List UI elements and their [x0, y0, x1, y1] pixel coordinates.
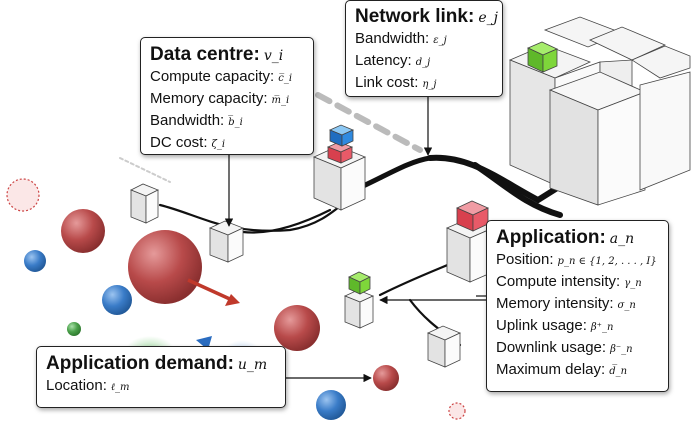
data-centre-symbol: v_i: [263, 48, 284, 64]
data-centre-small: [130, 183, 159, 224]
link-mid-dc: [241, 208, 332, 234]
data-centre-cluster: [508, 16, 691, 206]
application-compute-symbol: γ_n: [624, 278, 642, 289]
link-dashed-grey: [315, 92, 423, 153]
application-callout: Application:a_n Position:p_n ∈ {1, 2, . …: [486, 220, 669, 392]
network-link-cost-row: Link cost:η_j: [355, 73, 493, 95]
data-centre-bandwidth-row: Bandwidth:b̅_i: [150, 111, 304, 133]
movement-arrow-red-head: [225, 294, 240, 306]
data-centre-title-text: Data centre:: [150, 44, 260, 65]
application-demand-callout: Application demand:u_m Location:ℓ_m: [36, 346, 286, 408]
application-symbol: a_n: [609, 231, 635, 247]
data-centre-bandwidth-symbol: b̅_i: [228, 117, 243, 128]
demand-bubble-blue: [24, 250, 46, 272]
application-compute-row: Compute intensity:γ_n: [496, 272, 659, 294]
data-centre-compute-row: Compute capacity:c̅_i: [150, 67, 304, 89]
network-link-cost-symbol: η_j: [422, 79, 437, 90]
data-centre-center: [312, 124, 367, 211]
network-links: [119, 92, 613, 347]
data-centre-memory-row: Memory capacity:m̅_i: [150, 89, 304, 111]
data-centre-callout: Data centre:v_i Compute capacity:c̅_i Me…: [140, 37, 314, 155]
application-demand-title-text: Application demand:: [46, 353, 234, 374]
network-link-bandwidth-symbol: ε_j: [433, 35, 447, 46]
application-downlink-label: Downlink usage:: [496, 339, 607, 356]
data-centre-cost-row: DC cost:ζ_i: [150, 133, 304, 155]
application-title-text: Application:: [496, 227, 606, 248]
application-demand-symbol: u_m: [237, 357, 268, 373]
link-faint-top-left: [119, 157, 171, 183]
network-link-bandwidth-label: Bandwidth:: [355, 30, 430, 47]
network-link-title: Network link:e_j: [355, 6, 498, 29]
application-uplink-symbol: β⁺_n: [590, 322, 614, 333]
data-centres: [130, 16, 691, 368]
app-cube-green-cluster: [527, 41, 558, 73]
network-link-callout: Network link:e_j Bandwidth:ε_j Latency:d…: [345, 0, 503, 97]
application-memory-symbol: σ_n: [617, 300, 636, 311]
application-position-row: Position:p_n ∈ {1, 2, . . . , I}: [496, 250, 659, 272]
demand-bubble-red-target: [373, 365, 399, 391]
data-centre-memory-symbol: m̅_i: [271, 95, 290, 106]
demand-bubble-dashed-left: [6, 178, 40, 212]
app-cube-red-center: [326, 141, 354, 164]
app-cube-blue-center: [328, 124, 355, 147]
network-link-bandwidth-row: Bandwidth:ε_j: [355, 29, 493, 51]
data-centre-bandwidth-label: Bandwidth:: [150, 112, 225, 129]
callout-pointers: [224, 97, 486, 383]
application-downlink-symbol: β⁻_n: [610, 344, 633, 355]
application-position-label: Position:: [496, 251, 554, 268]
application-delay-row: Maximum delay:d̅_n: [496, 360, 659, 382]
application-demand-location-label: Location:: [46, 377, 107, 394]
demand-bubble-red: [61, 209, 105, 253]
demand-bubble-dashed-right: [448, 402, 466, 420]
application-delay-symbol: d̅_n: [609, 366, 628, 377]
data-centre-title: Data centre:v_i: [150, 44, 304, 67]
movement-arrow-red: [187, 278, 233, 302]
application-demand-location-row: Location:ℓ_m: [46, 376, 276, 398]
network-link-symbol: e_j: [478, 10, 498, 26]
demand-bubble-green: [67, 322, 81, 336]
demand-bubble-blue: [102, 285, 132, 315]
data-centre-small-green-host: [343, 271, 375, 329]
app-cube-red-right: [456, 200, 489, 232]
demand-bubble-blue: [316, 390, 346, 420]
application-downlink-row: Downlink usage:β⁻_n: [496, 338, 659, 360]
data-centre-compute-symbol: c̅_i: [278, 73, 293, 84]
application-uplink-label: Uplink usage:: [496, 317, 587, 334]
network-link-latency-symbol: d_j: [415, 57, 431, 68]
application-position-symbol: p_n ∈ {1, 2, . . . , I}: [557, 256, 657, 267]
network-link-title-text: Network link:: [355, 6, 475, 27]
application-demand-location-symbol: ℓ_m: [110, 382, 130, 393]
app-cube-green-small: [348, 271, 371, 295]
network-link-latency-row: Latency:d_j: [355, 51, 493, 73]
demand-bubble-red: [274, 305, 320, 351]
demand-bubble-red-large: [128, 230, 202, 304]
application-uplink-row: Uplink usage:β⁺_n: [496, 316, 659, 338]
data-centre-compute-label: Compute capacity:: [150, 68, 275, 85]
application-memory-row: Memory intensity:σ_n: [496, 294, 659, 316]
network-link-cost-label: Link cost:: [355, 74, 419, 91]
application-title: Application:a_n: [496, 227, 659, 250]
application-demand-title: Application demand:u_m: [46, 353, 276, 376]
application-delay-label: Maximum delay:: [496, 361, 606, 378]
link-hub-to-app: [472, 162, 563, 218]
link-left-dc: [158, 196, 352, 232]
data-centre-memory-label: Memory capacity:: [150, 90, 268, 107]
application-compute-label: Compute intensity:: [496, 273, 621, 290]
data-centre-cost-label: DC cost:: [150, 134, 208, 151]
data-centre-small: [427, 325, 461, 368]
network-link-latency-label: Latency:: [355, 52, 412, 69]
data-centre-small: [208, 220, 245, 263]
application-memory-label: Memory intensity:: [496, 295, 614, 312]
data-centre-cost-symbol: ζ_i: [211, 139, 226, 150]
